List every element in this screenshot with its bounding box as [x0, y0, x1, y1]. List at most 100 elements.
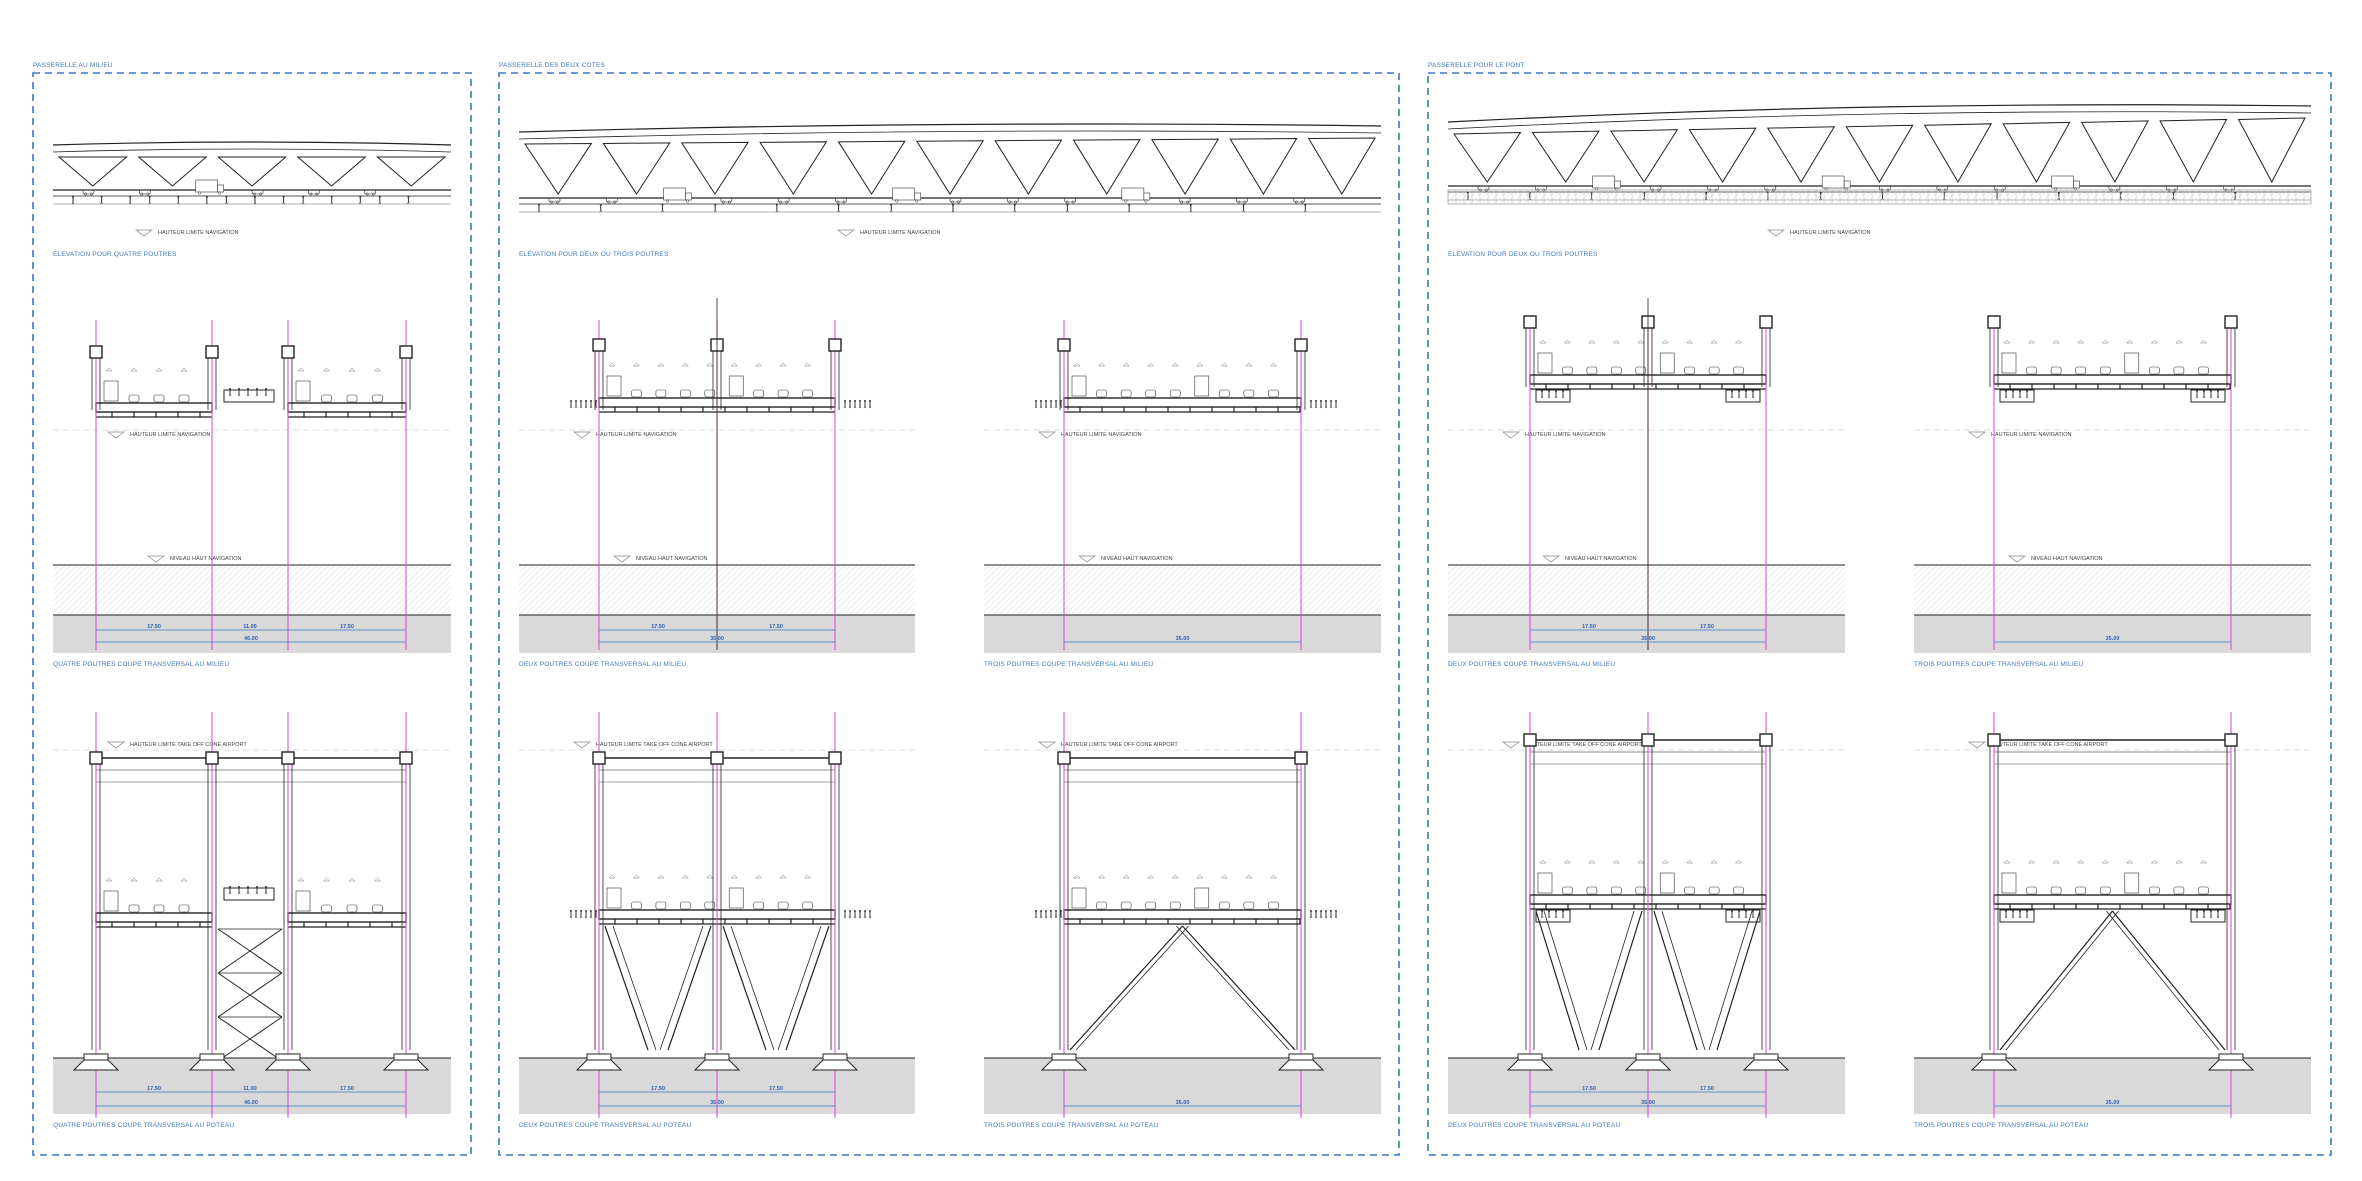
airport-height-note: HAUTEUR LIMITE TAKE OFF CONE AIRPORT — [1525, 742, 1642, 748]
pier-node — [1987, 315, 2001, 329]
mid-caption: DEUX POUTRES COUPE TRANSVERSAL AU MILIEU — [1448, 661, 1615, 668]
pylon-caption: QUATRE POUTRES COUPE TRANSVERSAL AU POTE… — [53, 1122, 234, 1129]
pier-node — [89, 751, 103, 765]
dim-value: 17.50 — [769, 1086, 783, 1092]
svg-text:HAUTEUR LIMITE NAVIGATION: HAUTEUR LIMITE NAVIGATION — [158, 230, 238, 236]
pier-node — [592, 751, 606, 765]
dim-total: 46.00 — [244, 1100, 258, 1106]
pier-node — [281, 345, 295, 359]
ground-zone — [1914, 615, 2311, 653]
dim-total: 35.00 — [2106, 1100, 2120, 1106]
panel-frame-3 — [1427, 72, 2332, 1156]
nav-height-note: HAUTEUR LIMITE NAVIGATION — [130, 432, 210, 438]
water-level-note: NIVEAU HAUT NAVIGATION — [2031, 556, 2103, 562]
dim-total: 35.00 — [1641, 636, 1655, 642]
elevation-drawing-1 — [52, 141, 452, 205]
ground-zone — [1448, 615, 1845, 653]
pier-node — [1294, 751, 1308, 765]
elevation-label-2: ELEVATION POUR DEUX OU TROIS POUTRES — [519, 251, 669, 258]
pylon-section: HAUTEUR LIMITE TAKE OFF CONE AIRPORT 35.0… — [984, 712, 1381, 1129]
dim-value: 17.50 — [1700, 624, 1714, 630]
dim-total: 46.00 — [244, 636, 258, 642]
pier-node — [710, 751, 724, 765]
airport-height-note: HAUTEUR LIMITE TAKE OFF CONE AIRPORT — [1061, 742, 1178, 748]
water-level-note: NIVEAU HAUT NAVIGATION — [1101, 556, 1173, 562]
dim-value: 17.50 — [147, 1086, 161, 1092]
pier-node — [205, 345, 219, 359]
nav-height-note: HAUTEUR LIMITE NAVIGATION — [1061, 432, 1141, 438]
dim-value: 17.50 — [1582, 1086, 1596, 1092]
pier-node — [1987, 733, 2001, 747]
dim-total: 35.00 — [1641, 1100, 1655, 1106]
section-trois-poutres-b: HAUTEUR LIMITE NAVIGATION NIVEAU HAUT NAV… — [1914, 315, 2311, 1129]
panel-heading-2: PASSERELLE DES DEUX COTES — [499, 62, 605, 69]
mid-section: HAUTEUR LIMITE NAVIGATION NIVEAU HAUT NAV… — [984, 320, 1381, 668]
pier-node — [1523, 315, 1537, 329]
dim-value: 17.50 — [1582, 624, 1596, 630]
airport-height-note: HAUTEUR LIMITE TAKE OFF CONE AIRPORT — [130, 742, 247, 748]
dim-value: 17.50 — [651, 624, 665, 630]
pier-node — [828, 751, 842, 765]
mid-section: HAUTEUR LIMITE NAVIGATION NIVEAU HAUT NAV… — [519, 298, 915, 668]
water-level-note: NIVEAU HAUT NAVIGATION — [1565, 556, 1637, 562]
pylon-section: HAUTEUR LIMITE TAKE OFF CONE AIRPORT 17.5… — [53, 712, 451, 1129]
elevation-nav-note-3: HAUTEUR LIMITE NAVIGATION — [1766, 229, 1870, 237]
water-zone — [1914, 565, 2311, 615]
pier-node — [89, 345, 103, 359]
dim-total: 35.00 — [2106, 636, 2120, 642]
elevation-label-1: ELEVATION POUR QUATRE POUTRES — [53, 251, 177, 258]
truss-top-chord — [518, 123, 1382, 133]
section-trois-poutres-a: HAUTEUR LIMITE NAVIGATION NIVEAU HAUT NAV… — [984, 320, 1381, 1129]
dim-value: 11.00 — [243, 624, 256, 630]
svg-text:HAUTEUR LIMITE NAVIGATION: HAUTEUR LIMITE NAVIGATION — [1790, 230, 1870, 236]
mid-caption: DEUX POUTRES COUPE TRANSVERSAL AU MILIEU — [519, 661, 686, 668]
pier-node — [592, 338, 606, 352]
pier-node — [1641, 733, 1655, 747]
pier-node — [1759, 315, 1773, 329]
dim-total: 35.00 — [710, 636, 724, 642]
pier-node — [1057, 751, 1071, 765]
nav-height-note: HAUTEUR LIMITE NAVIGATION — [1991, 432, 2071, 438]
dim-total: 35.00 — [1176, 1100, 1190, 1106]
elevation-nav-note-2: HAUTEUR LIMITE NAVIGATION — [836, 229, 940, 237]
pier-node — [1294, 338, 1308, 352]
water-level-note: NIVEAU HAUT NAVIGATION — [636, 556, 708, 562]
dim-value: 11.00 — [243, 1086, 256, 1092]
elevation-nav-note-1: HAUTEUR LIMITE NAVIGATION — [134, 229, 238, 237]
ground-zone — [53, 1058, 451, 1114]
panel-frame-2 — [498, 72, 1400, 1156]
dim-value: 17.50 — [147, 624, 161, 630]
water-zone — [984, 565, 1381, 615]
pylon-caption: DEUX POUTRES COUPE TRANSVERSAL AU POTEAU — [519, 1122, 691, 1129]
pier-node — [2224, 733, 2238, 747]
pylon-section: HAUTEUR LIMITE TAKE OFF CONE AIRPORT 17.5… — [1448, 712, 1845, 1129]
pylon-caption: TROIS POUTRES COUPE TRANSVERSAL AU POTEA… — [1914, 1122, 2088, 1129]
dim-value: 17.50 — [651, 1086, 665, 1092]
water-zone — [53, 565, 451, 615]
pylon-caption: DEUX POUTRES COUPE TRANSVERSAL AU POTEAU — [1448, 1122, 1620, 1129]
ground-zone — [984, 615, 1381, 653]
mid-caption: QUATRE POUTRES COUPE TRANSVERSAL AU MILI… — [53, 661, 229, 668]
pier-node — [399, 345, 413, 359]
mid-section: HAUTEUR LIMITE NAVIGATION NIVEAU HAUT NAV… — [1914, 315, 2311, 668]
airport-height-note: HAUTEUR LIMITE TAKE OFF CONE AIRPORT — [1991, 742, 2108, 748]
mid-caption: TROIS POUTRES COUPE TRANSVERSAL AU MILIE… — [984, 661, 1153, 668]
section-deux-poutres-a: HAUTEUR LIMITE NAVIGATION NIVEAU HAUT NAV… — [519, 298, 915, 1129]
panel-heading-1: PASSERELLE AU MILIEU — [33, 62, 113, 69]
dim-total: 35.00 — [1176, 636, 1190, 642]
nav-height-note: HAUTEUR LIMITE NAVIGATION — [596, 432, 676, 438]
pier-node — [205, 751, 219, 765]
panel-heading-3: PASSERELLE POUR LE PONT — [1428, 62, 1525, 69]
airport-height-note: HAUTEUR LIMITE TAKE OFF CONE AIRPORT — [596, 742, 713, 748]
dim-value: 17.50 — [340, 624, 354, 630]
pylon-section: HAUTEUR LIMITE TAKE OFF CONE AIRPORT 35.0… — [1914, 712, 2311, 1129]
truss-top-chord — [52, 141, 452, 146]
pier-node — [828, 338, 842, 352]
svg-text:HAUTEUR LIMITE NAVIGATION: HAUTEUR LIMITE NAVIGATION — [860, 230, 940, 236]
panel-frame-1 — [32, 72, 472, 1156]
pier-node — [1759, 733, 1773, 747]
